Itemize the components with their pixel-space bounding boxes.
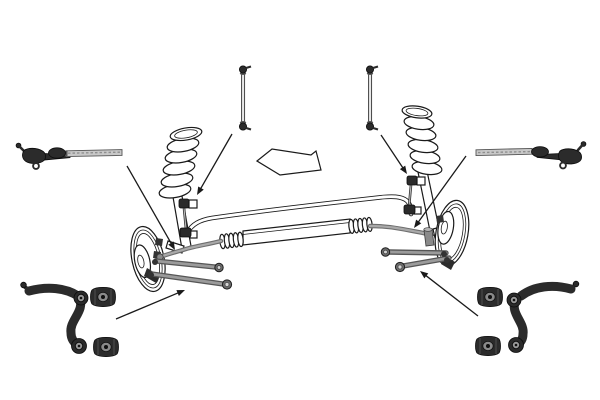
arrow-head: [176, 290, 185, 297]
link-bracket: [188, 199, 198, 209]
ball-joint: [238, 122, 247, 131]
stabilizer-link-installed-right: [403, 175, 426, 215]
hub-face: [133, 244, 152, 279]
arrow-head: [399, 165, 407, 174]
arrow-head: [168, 241, 175, 250]
wheel-hub-brake-disc-left: [130, 225, 166, 293]
rack-tube: [242, 218, 351, 246]
ball-joint: [365, 65, 374, 74]
bushing: [90, 286, 116, 308]
arrow-head: [420, 271, 429, 279]
ball-joint: [238, 65, 247, 74]
arrow-line: [416, 155, 467, 225]
arrow-line: [126, 165, 174, 246]
radius-rods-right: [380, 247, 452, 273]
ball-joint: [365, 122, 374, 131]
bushing: [475, 335, 501, 357]
arrow-line: [198, 133, 233, 191]
control-arm-right: [506, 280, 580, 353]
bushing: [477, 286, 503, 308]
arrow-head: [414, 219, 422, 228]
steering-rack: [156, 216, 435, 261]
coil-spring-right: [401, 105, 443, 176]
ball-joint-stud: [572, 280, 580, 288]
arrow-line: [115, 291, 181, 320]
direction-indicator: [255, 148, 322, 176]
control-arm-bushings-right: [475, 286, 503, 357]
spring-cap-right: [401, 105, 433, 119]
tie-rod-end-left: [22, 147, 46, 164]
inner-ball-socket: [48, 147, 66, 159]
lock-nut: [559, 161, 567, 170]
tie-rod-assembly-right: [475, 141, 587, 170]
stabilizer-link-installed-left: [178, 198, 198, 239]
link-bracket: [416, 176, 426, 186]
arrow-line: [423, 273, 479, 317]
stabilizer-link-right: [365, 65, 379, 131]
inner-ball-socket: [531, 146, 549, 158]
wheel-hub-brake-disc-right: [434, 199, 470, 270]
control-arm-bushings-left: [90, 286, 119, 358]
spring-cap-left: [169, 126, 203, 142]
arrow-head: [197, 186, 204, 195]
tie-rod-end-right: [558, 148, 582, 165]
coil-spring-left: [158, 126, 203, 199]
stabilizer-link-left: [238, 65, 252, 131]
radius-rods-left: [148, 258, 233, 290]
pointer-arrows: [115, 133, 479, 320]
rack-bellows-left: [219, 231, 244, 250]
control-arm-left: [20, 281, 89, 354]
lock-nut: [32, 162, 40, 170]
bushing: [93, 336, 119, 358]
tie-rod-assembly-left: [15, 142, 123, 170]
rack-bellows-right: [348, 216, 373, 234]
ball-joint-stud: [20, 281, 27, 289]
arrow-line: [380, 134, 405, 171]
